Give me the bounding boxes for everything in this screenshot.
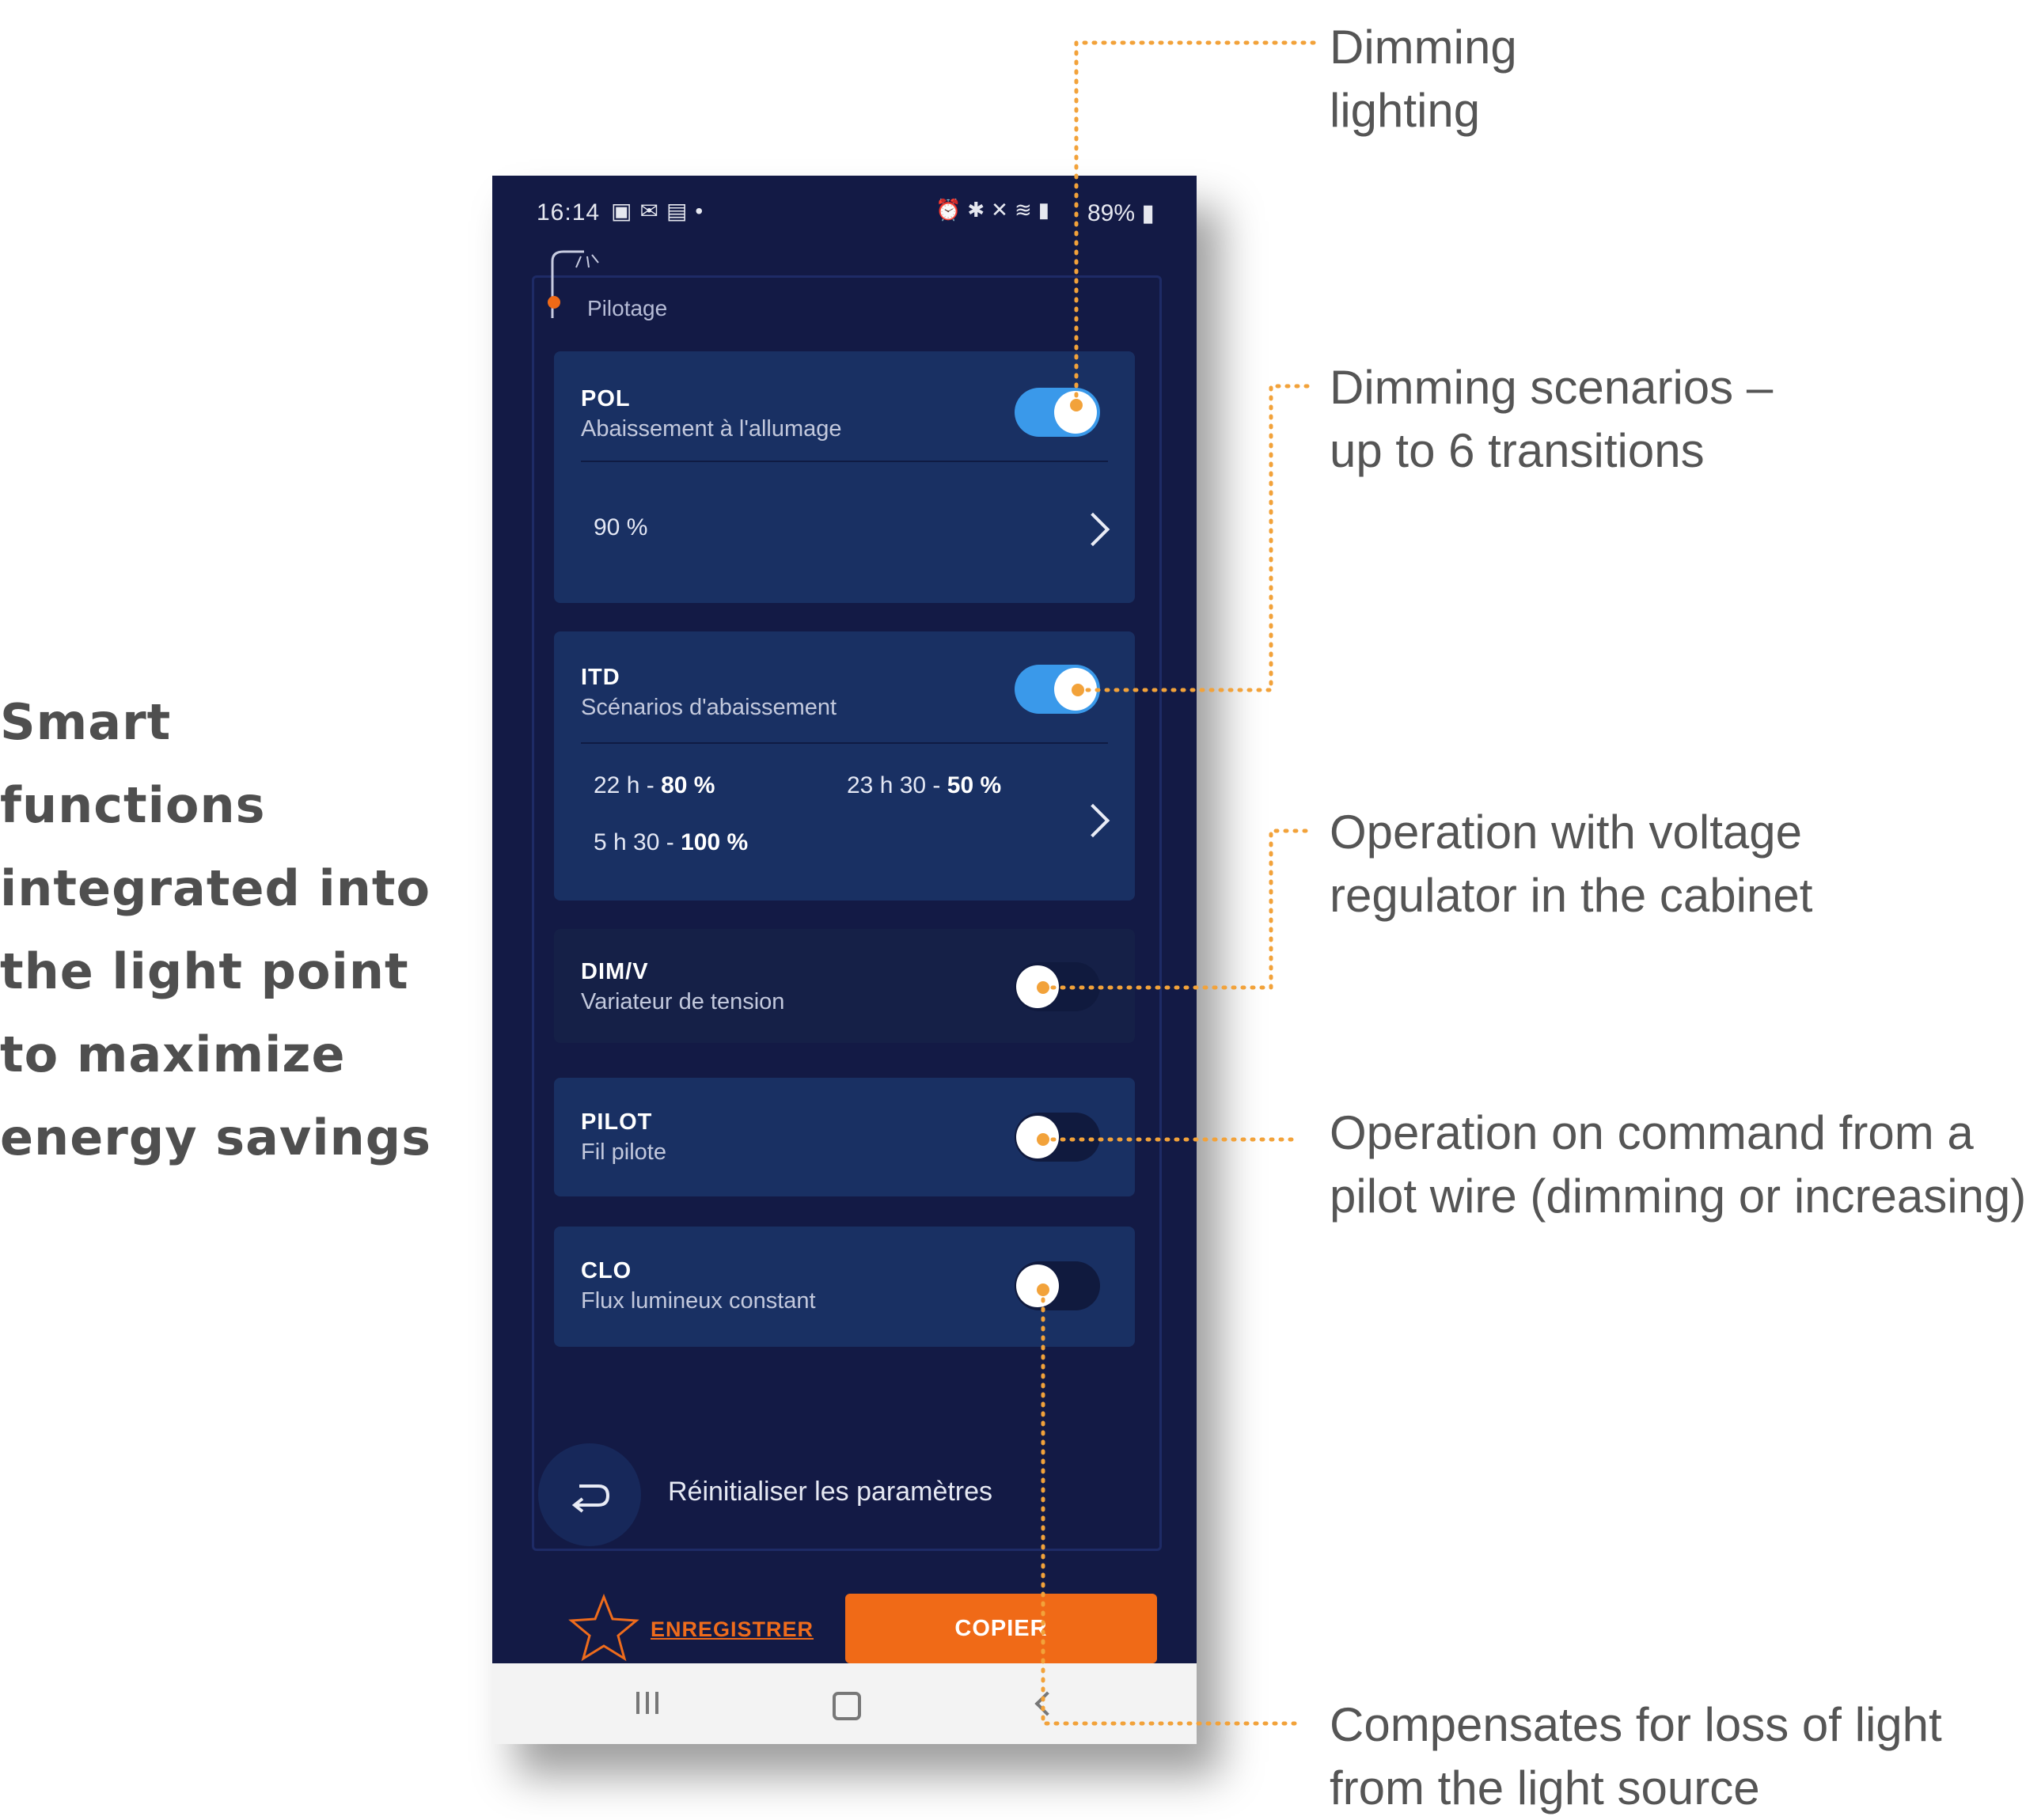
recents-bar <box>655 1692 658 1714</box>
status-right-icons: ⏰✱✕≋▮ <box>935 198 1056 222</box>
connector-dimming-scenarios <box>1076 384 1316 692</box>
headline-line: to maximize <box>0 1026 346 1083</box>
mute-icon: ✕ <box>991 198 1015 222</box>
schedule-time: 5 h 30 - <box>594 829 681 855</box>
card-title: CLO <box>581 1258 632 1283</box>
reset-button[interactable] <box>538 1443 641 1546</box>
callout-voltage-regulator: Operation with voltage regulator in the … <box>1330 801 1812 927</box>
recents-bar <box>636 1692 639 1714</box>
headline-line: the light point <box>0 942 409 1000</box>
callout-line: Compensates for loss of light <box>1330 1698 1942 1751</box>
callout-line: from the light source <box>1330 1761 1760 1814</box>
alarm-icon: ⏰ <box>935 198 968 222</box>
schedule-time: 22 h - <box>594 772 662 798</box>
wifi-icon: ≋ <box>1014 198 1038 222</box>
card-title: POL <box>581 386 631 411</box>
schedule-entry: 23 h 30 - 50 % <box>847 772 1001 799</box>
callout-dot <box>1037 1133 1049 1146</box>
card-subtitle: Abaissement à l'allumage <box>581 416 842 442</box>
schedule-level: 100 % <box>681 829 749 855</box>
phone-screen: 16:14 ▣✉▤• ⏰✱✕≋▮ 89% ▮ Pilotage POL Abai… <box>492 176 1197 1744</box>
callout-dimming-scenarios: Dimming scenarios – up to 6 transitions <box>1330 356 1773 483</box>
recent-apps-icon[interactable] <box>636 1692 660 1714</box>
headline-line: energy savings <box>0 1109 432 1166</box>
status-bar: 16:14 ▣✉▤• ⏰✱✕≋▮ 89% ▮ <box>492 176 1197 234</box>
save-label: ENREGISTRER <box>651 1617 814 1641</box>
callout-line: Operation on command from a <box>1330 1106 1974 1159</box>
card-subtitle: Flux lumineux constant <box>581 1288 816 1314</box>
mail-icon: ✉ <box>639 199 666 223</box>
bluetooth-icon: ✱ <box>967 198 992 222</box>
callout-line: pilot wire (dimming or increasing) <box>1330 1170 2026 1223</box>
callout-line: lighting <box>1330 84 1481 137</box>
headline-line: functions <box>0 776 266 834</box>
callout-line: Dimming <box>1330 21 1517 74</box>
home-icon[interactable] <box>833 1692 861 1720</box>
callout-pilot-wire: Operation on command from a pilot wire (… <box>1330 1101 2026 1228</box>
schedule-time: 23 h 30 - <box>847 772 947 798</box>
callout-line: up to 6 transitions <box>1330 424 1705 477</box>
card-subtitle: Scénarios d'abaissement <box>581 695 837 720</box>
callout-line: Operation with voltage <box>1330 806 1803 859</box>
recents-bar <box>646 1692 649 1714</box>
callout-line: Dimming scenarios – <box>1330 361 1774 414</box>
status-time: 16:14 <box>537 199 601 226</box>
save-button[interactable]: ENREGISTRER <box>568 1592 813 1663</box>
toggle-knob <box>1054 391 1097 434</box>
pol-value: 90 % <box>594 514 648 540</box>
divider <box>581 461 1108 462</box>
schedule-entry: 5 h 30 - 100 % <box>594 829 748 856</box>
battery-icon: ▮ <box>1135 200 1155 226</box>
connector-voltage-regulator <box>1041 828 1316 990</box>
itd-card[interactable]: ITD Scénarios d'abaissement 22 h - 80 % … <box>554 631 1135 901</box>
connector-constant-flux <box>1041 1287 1300 1726</box>
signal-icon: ▮ <box>1038 198 1057 222</box>
callout-constant-flux: Compensates for loss of light from the l… <box>1330 1693 1942 1820</box>
navigation-bar <box>492 1663 1197 1744</box>
pol-card[interactable]: POL Abaissement à l'allumage 90 % <box>554 351 1135 603</box>
card-subtitle: Variateur de tension <box>581 989 785 1014</box>
card-title: ITD <box>581 665 620 690</box>
pilot-toggle[interactable] <box>1015 1113 1100 1162</box>
schedule-level: 50 % <box>947 772 1002 798</box>
reset-label[interactable]: Réinitialiser les paramètres <box>668 1477 993 1507</box>
card-title: DIM/V <box>581 959 649 984</box>
callout-line: regulator in the cabinet <box>1330 869 1813 922</box>
pol-toggle[interactable] <box>1015 388 1100 437</box>
copy-button[interactable]: COPIER <box>845 1594 1157 1663</box>
undo-arrow-icon <box>571 1484 610 1513</box>
callout-dimming-lighting: Dimming lighting <box>1330 16 1517 142</box>
clo-toggle[interactable] <box>1015 1261 1100 1310</box>
callout-dot <box>1037 981 1049 994</box>
headline-line: integrated into <box>0 859 431 917</box>
status-left-icons: ▣✉▤• <box>611 198 711 224</box>
street-lamp-icon <box>548 250 599 318</box>
dot-icon: • <box>695 199 711 223</box>
connector-dimming-lighting <box>1074 40 1316 408</box>
gallery-icon: ▣ <box>611 199 640 223</box>
callout-dot <box>1070 399 1083 411</box>
pilotage-panel <box>532 275 1162 1551</box>
headline: Smart functions integrated into the ligh… <box>0 681 443 1179</box>
callout-dot <box>1072 684 1084 696</box>
schedule-level: 80 % <box>661 772 715 798</box>
battery-level: 89% ▮ <box>1087 199 1155 227</box>
card-title: PILOT <box>581 1109 653 1135</box>
battery-text: 89% <box>1087 200 1136 226</box>
headline-line: Smart <box>0 693 172 751</box>
teams-icon: ▤ <box>666 199 696 223</box>
dimv-card[interactable]: DIM/V Variateur de tension <box>554 929 1135 1043</box>
callout-dot <box>1037 1283 1049 1296</box>
schedule-entry: 22 h - 80 % <box>594 772 715 799</box>
card-subtitle: Fil pilote <box>581 1139 666 1165</box>
star-icon <box>568 1593 639 1662</box>
divider <box>581 742 1108 744</box>
toggle-knob <box>1016 1265 1059 1307</box>
panel-title: Pilotage <box>587 296 668 320</box>
